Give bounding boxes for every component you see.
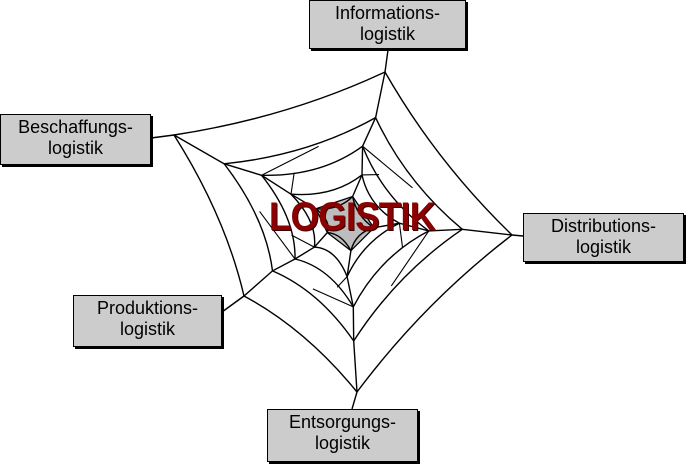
web-thread [390, 230, 430, 287]
node-label-line2: logistik [119, 319, 176, 339]
web-thread [291, 234, 315, 248]
web-thread [336, 276, 348, 288]
center-title: LOGISTIK [268, 195, 436, 239]
node-distributionslogistik: Distributions- logistik [523, 213, 684, 262]
web-anchor-thread [221, 295, 245, 313]
web-core [314, 195, 375, 252]
node-label-line1: Produktions- [96, 298, 199, 318]
node-label-line1: Beschaffungs- [18, 117, 133, 137]
web-ring [172, 71, 514, 394]
node-label-line2: logistik [575, 237, 632, 257]
web-thread [290, 172, 295, 195]
web-ring [222, 116, 464, 343]
node-label-line2: logistik [314, 433, 371, 453]
web-thread [312, 288, 354, 308]
web-anchor-thread [150, 134, 175, 139]
web-anchor-thread [511, 234, 524, 237]
web-ring [289, 174, 401, 279]
node-label-line1: Entsorgungs- [288, 412, 397, 432]
node-label-line1: Informations- [334, 3, 441, 23]
web-thread [259, 211, 296, 260]
node-label-line2: logistik [47, 138, 104, 158]
web-thread [362, 145, 413, 189]
node-beschaffungslogistik: Beschaffungs- logistik [0, 114, 151, 165]
web-spoke [346, 250, 358, 393]
node-label-line1: Distributions- [550, 216, 657, 236]
node-produktionslogistik: Produktions- logistik [73, 295, 222, 347]
web-anchor-thread [351, 391, 358, 410]
web-thread [261, 145, 319, 176]
web-anchor-thread [384, 49, 389, 73]
node-entsorgungslogistik: Entsorgungs- logistik [267, 409, 418, 462]
node-informationslogistik: Informations- logistik [309, 0, 466, 49]
web-thread [398, 223, 404, 249]
web-ring [313, 196, 376, 253]
web-ring [260, 145, 431, 309]
node-label-line2: logistik [359, 24, 416, 44]
